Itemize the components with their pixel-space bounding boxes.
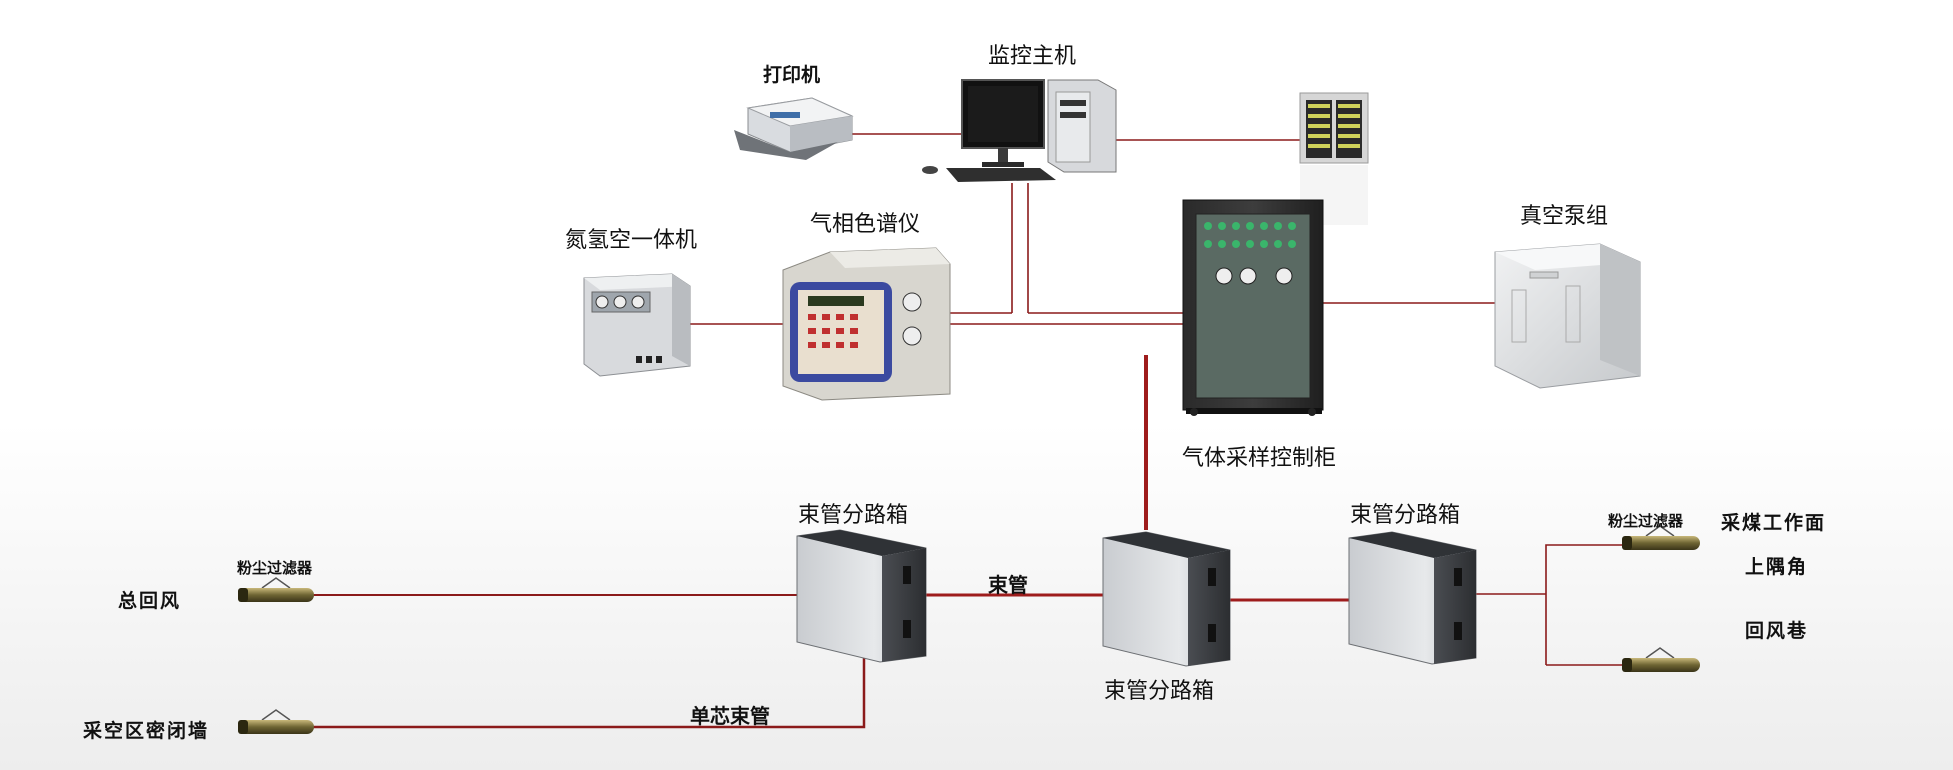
- dust-filter-return-airway-icon: [1622, 647, 1700, 672]
- sampling-cabinet-icon: [1182, 199, 1324, 416]
- line-branch-up: [1545, 544, 1622, 665]
- nitrogen-unit-icon: [583, 273, 691, 377]
- label-main-return-air: 总回风: [118, 590, 182, 612]
- label-sampling-cabinet: 气体采样控制柜: [1182, 446, 1337, 471]
- branch-box-left-icon: [796, 529, 927, 663]
- label-branch-box-middle: 束管分路箱: [1104, 679, 1215, 704]
- dust-filter-main-return-icon: [238, 577, 314, 602]
- label-upper-corner: 上隅角: [1745, 556, 1809, 578]
- label-vacuum-pump: 真空泵组: [1520, 204, 1609, 229]
- branch-box-right-icon: [1348, 531, 1477, 665]
- dust-filter-upper-corner-icon: [1622, 525, 1700, 550]
- label-single-core-tube: 单芯束管: [690, 704, 770, 728]
- label-gas-chromatograph: 气相色谱仪: [810, 212, 921, 237]
- label-branch-box-left: 束管分路箱: [798, 503, 909, 528]
- line-single-core: [312, 648, 866, 729]
- connection-lines: [312, 133, 1622, 729]
- label-dust-filter-left: 粉尘过滤器: [237, 559, 313, 577]
- label-goaf-seal-wall: 采空区密闭墙: [83, 720, 210, 742]
- label-branch-box-right: 束管分路箱: [1350, 503, 1461, 528]
- label-mining-face: 采煤工作面: [1721, 512, 1827, 534]
- printer-icon: [734, 97, 854, 160]
- branch-box-middle-icon: [1102, 531, 1231, 667]
- label-printer: 打印机: [763, 64, 821, 86]
- gas-chromatograph-icon: [782, 247, 951, 401]
- label-nitrogen-unit: 氮氢空一体机: [565, 228, 698, 253]
- label-return-airway: 回风巷: [1745, 620, 1809, 642]
- label-monitor-host: 监控主机: [988, 44, 1077, 69]
- label-dust-filter-right: 粉尘过滤器: [1608, 512, 1684, 530]
- label-bundle-tube: 束管: [988, 573, 1028, 597]
- monitor-host-icon: [922, 79, 1117, 182]
- server-icon: [1299, 92, 1369, 225]
- dust-filter-goaf-icon: [238, 709, 314, 734]
- vacuum-pump-icon: [1494, 243, 1641, 389]
